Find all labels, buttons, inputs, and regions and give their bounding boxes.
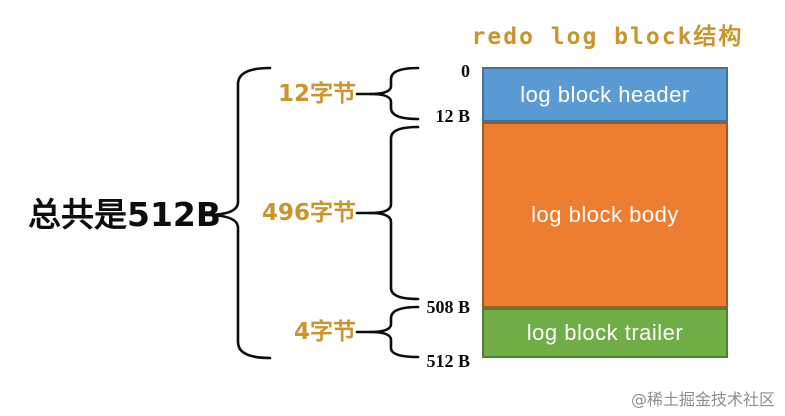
offset-508b: 508 B	[426, 297, 470, 317]
offset-12b: 12 B	[435, 106, 470, 126]
log-block-trailer-label: log block trailer	[526, 320, 684, 345]
diagram-title: redo log block结构	[471, 24, 744, 50]
body-brace	[368, 125, 420, 301]
log-block-header-segment: log block header	[482, 67, 728, 122]
log-block-body-segment: log block body	[482, 122, 728, 308]
body-size-label: 496字节	[261, 200, 356, 226]
header-size-label: 12字节	[277, 81, 356, 107]
trailer-size-label: 4字节	[293, 319, 356, 345]
log-block: log block header log block body log bloc…	[482, 67, 728, 358]
log-block-body-label: log block body	[531, 202, 679, 227]
offset-0: 0	[461, 61, 470, 81]
total-brace	[204, 66, 272, 360]
offset-512b: 512 B	[426, 351, 470, 371]
log-block-header-label: log block header	[520, 81, 690, 107]
log-block-trailer-segment: log block trailer	[482, 308, 728, 358]
total-size-label: 总共是512B	[28, 195, 222, 234]
watermark: @稀土掘金技术社区	[630, 390, 775, 409]
